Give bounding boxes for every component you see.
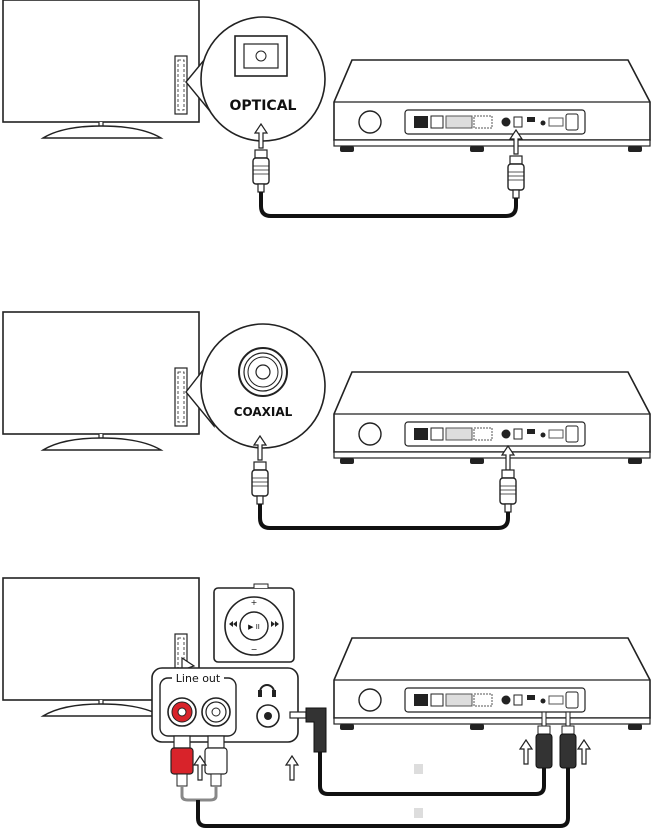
receiver-unit: [334, 372, 650, 464]
receiver-unit: [334, 60, 650, 152]
arrow-up-icon: [520, 740, 532, 764]
headphone-jack: [257, 705, 279, 727]
player-plus-label: +: [251, 598, 258, 607]
panel-lineout: + − ▶ II Line out: [3, 578, 650, 826]
optical-port-icon: [235, 36, 287, 76]
port-label: COAXIAL: [234, 405, 293, 419]
panel-optical: OPTICAL: [3, 0, 650, 216]
aux-cable: [320, 752, 544, 794]
marker: [414, 808, 423, 818]
receiver-unit: [334, 638, 650, 730]
optical-cable: [261, 192, 516, 216]
arrow-up-icon: [194, 756, 206, 780]
tv: [3, 312, 199, 450]
rca-jack-white: [202, 698, 230, 726]
coaxial-plug: [252, 462, 268, 504]
port-label: OPTICAL: [230, 98, 297, 114]
rca-cable: [198, 768, 568, 826]
rca-jack-red: [168, 698, 196, 726]
player-minus-label: −: [251, 645, 258, 654]
music-player: + − ▶ II: [214, 584, 294, 662]
marker: [414, 764, 423, 774]
tv: [3, 0, 199, 138]
play-pause-label: ▶ II: [248, 623, 260, 631]
arrow-up-icon: [286, 756, 298, 780]
panel-coaxial: COAXIAL: [3, 312, 650, 528]
coaxial-cable: [260, 504, 508, 528]
rca-plug-white: [205, 736, 227, 786]
coaxial-plug: [500, 470, 516, 512]
rca-plug-red: [171, 736, 193, 786]
optical-plug: [253, 150, 269, 192]
arrow-up-icon: [578, 740, 590, 764]
optical-plug: [508, 156, 524, 198]
rca-cable-join: [182, 786, 216, 800]
coaxial-port-icon: [239, 348, 287, 396]
line-out-label: Line out: [176, 672, 221, 685]
